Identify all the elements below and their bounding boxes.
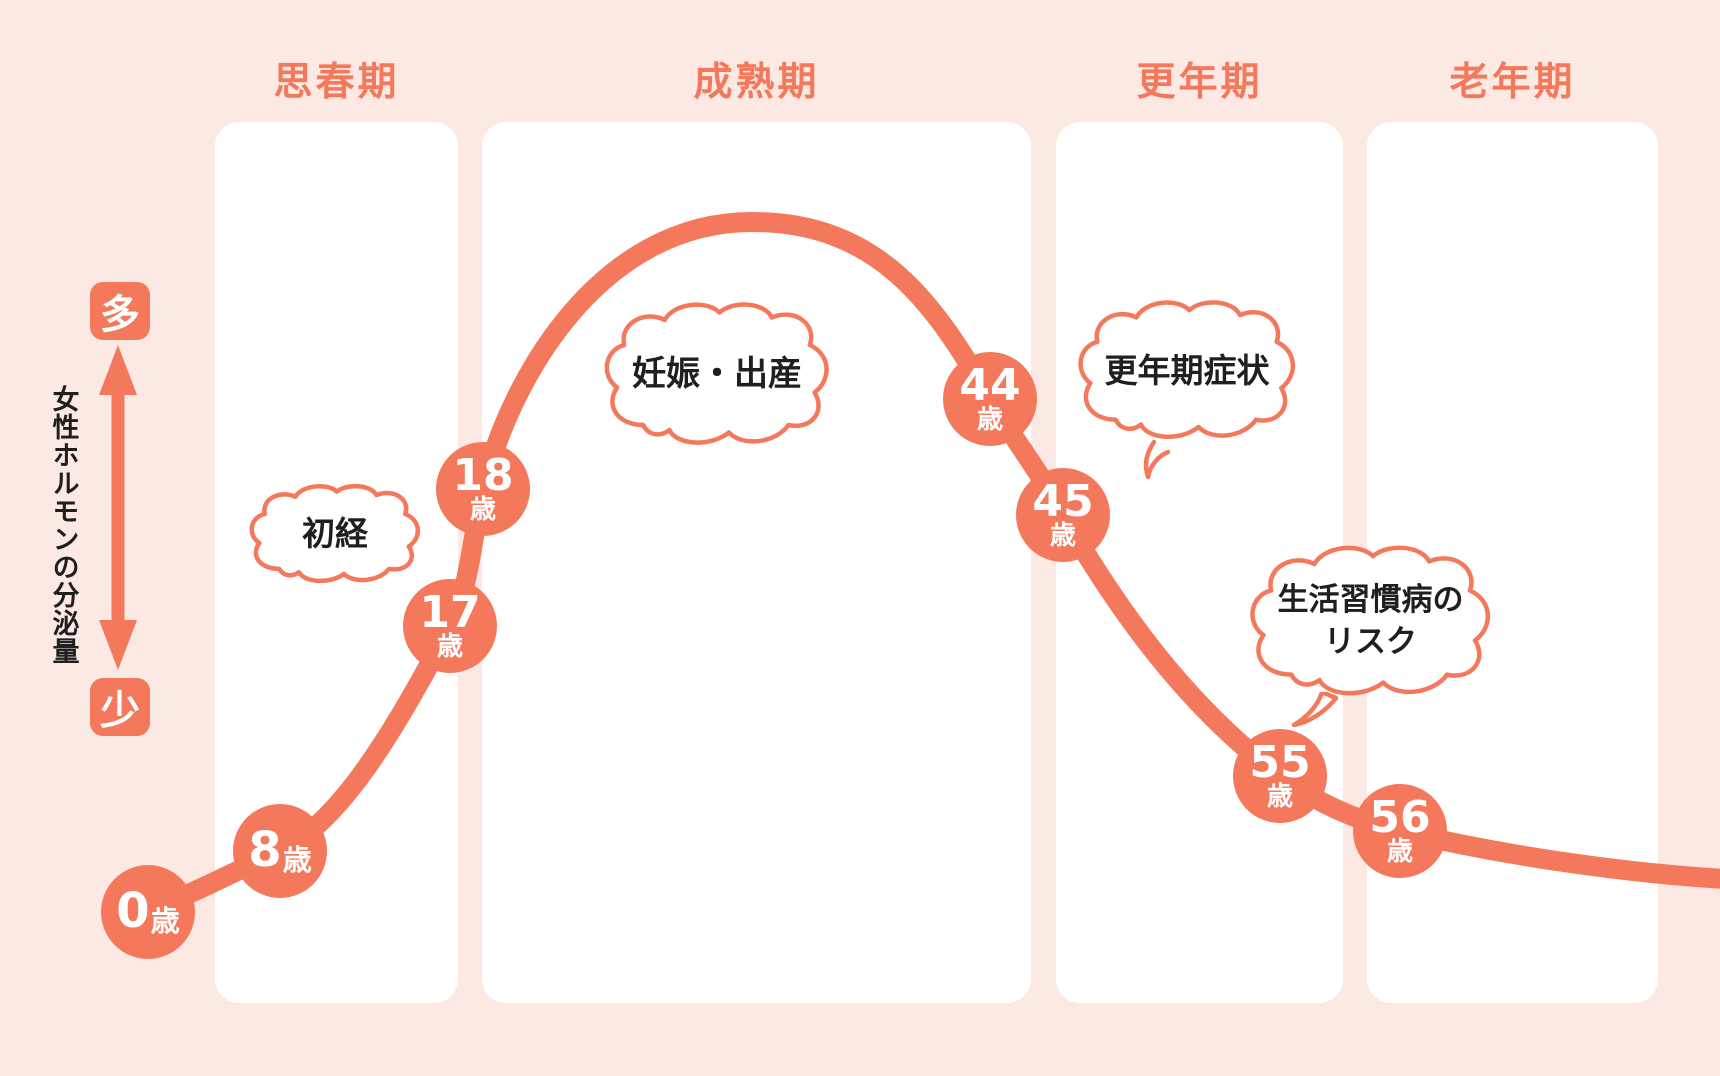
age-suffix: 歳 — [469, 495, 496, 526]
age-value: 45 — [1032, 475, 1094, 527]
annotation-text-line1: 生活習慣病の — [1277, 582, 1464, 619]
annotation-text: 初経 — [302, 514, 368, 554]
stage-label-puberty: 思春期 — [273, 60, 400, 105]
age-value: 8 — [248, 822, 282, 879]
age-suffix: 歳 — [1386, 837, 1413, 868]
cloud-bubble-icon — [1072, 298, 1302, 444]
axis-title: 女性ホルモンの分泌量 — [47, 385, 79, 665]
stage-label-maturity: 成熟期 — [693, 60, 820, 105]
age-suffix: 歳 — [436, 632, 463, 663]
age-value: 55 — [1249, 736, 1311, 788]
stage-label-senior: 老年期 — [1449, 60, 1576, 105]
axis-high-badge: 多 — [90, 282, 150, 340]
age-value: 18 — [452, 449, 514, 501]
annotation-text: 妊娠・出産 — [632, 354, 802, 395]
age-suffix: 歳 — [150, 904, 180, 938]
age-suffix: 歳 — [1266, 782, 1293, 813]
bubble-tail-icon — [1143, 440, 1171, 480]
age-value: 44 — [959, 359, 1021, 411]
stage-label-menopause: 更年期 — [1136, 60, 1263, 105]
annotation-text-line2: リスク — [1324, 624, 1417, 660]
age-suffix: 歳 — [976, 405, 1003, 436]
cloud-bubble-icon — [245, 483, 425, 586]
axis-low-badge: 少 — [90, 678, 150, 736]
annotation-first-period: 初経 — [245, 483, 425, 586]
annotation-text: 更年期症状 — [1104, 350, 1270, 390]
bubble-tail-icon — [1292, 692, 1339, 728]
annotation-menopause-symptoms: 更年期症状 — [1072, 298, 1302, 444]
cloud-bubble-icon — [598, 300, 836, 450]
age-value: 0 — [116, 883, 150, 940]
annotation-lifestyle-disease-risk: 生活習慣病の リスク — [1243, 543, 1498, 701]
vertical-double-arrow-icon — [99, 345, 137, 670]
age-value: 56 — [1369, 791, 1431, 843]
age-suffix: 歳 — [1049, 521, 1076, 552]
annotation-pregnancy-birth: 妊娠・出産 — [598, 300, 836, 450]
age-value: 17 — [419, 586, 481, 638]
panel-maturity — [482, 122, 1031, 1003]
age-suffix: 歳 — [282, 843, 312, 877]
cloud-bubble-icon — [1243, 543, 1498, 701]
